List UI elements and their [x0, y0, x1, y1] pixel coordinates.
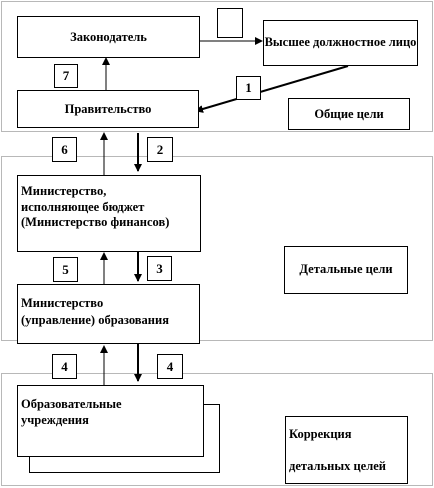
step-3-label: 3 [156, 260, 163, 276]
step-3-badge: 3 [147, 256, 172, 281]
legislator-label: Законодатель [70, 29, 147, 44]
step-5-badge: 5 [53, 257, 78, 282]
step-4-right-label: 4 [166, 358, 174, 374]
institutions-line2: учреждения [21, 412, 89, 427]
step-6-badge: 6 [52, 137, 77, 162]
step-1-badge: 1 [236, 76, 261, 100]
middle-panel [1, 156, 433, 341]
correction-line1: Коррекция [289, 427, 352, 441]
step-5-label: 5 [62, 261, 69, 277]
correction-line2: детальных целей [289, 459, 386, 473]
step-2-badge: 2 [147, 137, 173, 162]
finance-ministry-line2: исполняющее бюджет [21, 199, 145, 214]
step-6-label: 6 [61, 141, 68, 157]
detailed-goals-box: Детальные цели [284, 246, 408, 294]
step-4-badge-right: 4 [157, 354, 183, 379]
education-ministry-line2: (управление) образования [21, 312, 169, 327]
legislator-box: Законодатель [17, 16, 200, 58]
detailed-goals-label: Детальные цели [299, 262, 393, 277]
top-official-box: Высшее должностное лицо [263, 20, 418, 66]
government-label: Правительство [64, 101, 152, 116]
step-2-label: 2 [156, 141, 164, 157]
bottom-panel [1, 373, 433, 486]
step-7-label: 7 [62, 68, 70, 83]
top-official-label: Высшее должностное лицо [264, 35, 417, 50]
arrow-official-to-government [195, 65, 349, 113]
education-ministry-line1: Министерство [21, 296, 104, 310]
institutions-line1: Образовательные [21, 397, 122, 411]
finance-ministry-box: Министерство, исполняющее бюджет (Минист… [17, 175, 201, 252]
government-box: Правительство [17, 90, 199, 128]
top-panel [1, 1, 433, 132]
blank-box [217, 8, 243, 38]
finance-ministry-line1: Министерство, [21, 184, 107, 198]
general-goals-label: Общие цели [314, 106, 384, 121]
step-7-badge: 7 [54, 64, 78, 88]
education-ministry-box: Министерство (управление) образования [17, 284, 200, 344]
general-goals-box: Общие цели [288, 98, 410, 130]
finance-ministry-line3: (Министерство финансов) [21, 215, 170, 230]
step-1-label: 1 [245, 80, 252, 95]
step-4-left-label: 4 [61, 358, 68, 374]
institutions-box: Образовательные учреждения [17, 385, 204, 457]
step-4-badge-left: 4 [52, 354, 77, 379]
correction-box: Коррекция детальных целей [285, 416, 408, 484]
